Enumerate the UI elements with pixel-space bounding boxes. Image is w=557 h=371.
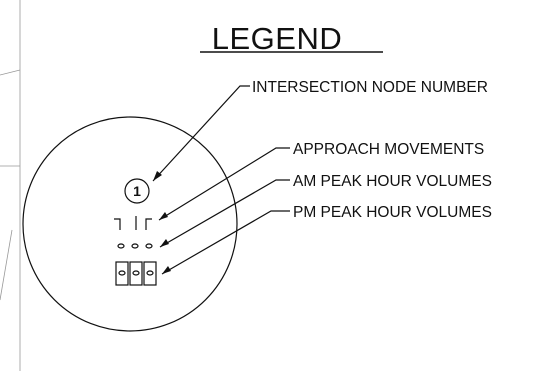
callout-am-peak-hour-volumes: AM PEAK HOUR VOLUMES [293,173,492,190]
arrowhead-node-number [153,171,162,181]
arrowhead-pm-volumes [162,266,171,274]
pm-volume-dot [146,270,154,276]
am-volume-dot [131,243,139,249]
right-turn-arrow [145,218,152,230]
leader-node-number [152,85,250,182]
pm-volume-box [143,261,157,286]
callout-approach-movements: APPROACH MOVEMENTS [293,141,484,158]
arrowhead-approach-movements [159,212,168,220]
am-volume-dot [145,243,153,249]
am-volumes-symbol [117,243,153,249]
leader-am-volumes [159,179,290,248]
arrowhead-am-volumes [160,239,169,247]
border-tick-bottom [0,229,13,301]
leader-lines [152,85,290,275]
callout-pm-peak-hour-volumes: PM PEAK HOUR VOLUMES [293,204,492,221]
pm-volume-dot [118,270,126,276]
border-tick-top [0,69,21,76]
node-number-circle [124,178,150,204]
pm-volume-dot [132,270,140,276]
leader-approach-movements [158,147,290,221]
am-volume-dot [117,243,125,249]
pm-volumes-symbol [115,261,157,286]
page-border [0,0,21,371]
legend-title: LEGEND [212,21,342,56]
legend-circle [22,116,238,332]
pm-volume-box [115,261,129,286]
leader-pm-volumes [161,210,290,275]
left-turn-arrow [114,218,121,230]
approach-movements-symbol [114,216,152,230]
pm-volume-box [129,261,143,286]
node-number: 1 [133,183,141,199]
callout-intersection-node-number: INTERSECTION NODE NUMBER [252,79,488,96]
